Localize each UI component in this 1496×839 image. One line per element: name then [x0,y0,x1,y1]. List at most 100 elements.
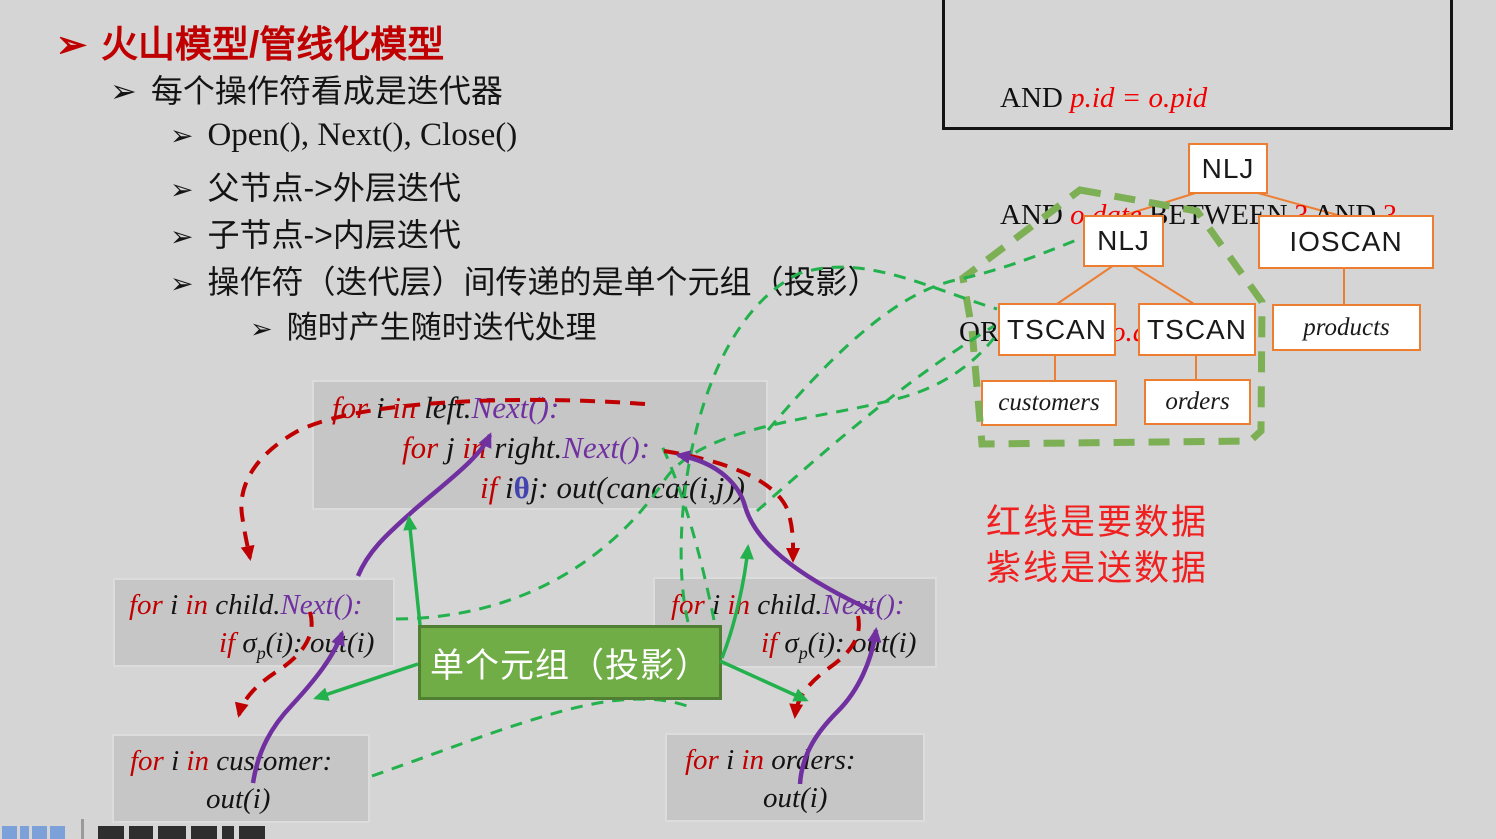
footer-divider [81,819,84,839]
sigma-symbol: σ [777,627,799,659]
bullet-arrow-icon: ➢ [250,314,273,344]
bullet-text: 操作符（迭代层）间传递的是单个元组（投影） [207,264,880,300]
code-var: j [438,430,463,465]
plan-node-nlj-root: NLJ [1188,143,1268,194]
code-var: i [718,744,742,776]
bullet-arrow-icon: ➢ [56,24,88,65]
bullet-item-anytime-iterate: ➢随时产生随时迭代处理 [250,302,597,347]
code-box-scan-customer: for i in customer: out(i) [112,734,370,823]
code-var: i [497,470,514,505]
code-keyword: for [685,744,719,776]
code-expression: (i): out(i) [807,627,917,659]
single-tuple-label-box: 单个元组（投影） [418,625,722,700]
logo-glyph [20,826,29,839]
code-line: out(i) [763,779,923,817]
footer-glyph [222,826,234,839]
code-expression: out(i) [206,783,271,815]
bullet-text: 子节点->内层迭代 [207,217,461,253]
code-keyword: in [185,589,208,621]
code-var: i [368,390,393,425]
code-line: if σp(i): out(i) [761,624,935,672]
code-expression: out(i) [763,782,828,814]
footer-glyph [158,826,186,839]
code-next-call: Next(): [471,390,560,425]
logo-glyph [32,826,47,839]
bullet-item-iterator: ➢ 每个操作符看成是迭代器 [110,66,503,112]
code-keyword: if [219,627,236,659]
code-keyword: for [332,390,369,425]
code-object: customer: [208,745,333,777]
code-keyword: for [671,589,705,621]
plan-node-tscan-left: TSCAN [998,303,1116,356]
legend-red-line: 红线是要数据 [986,503,1209,542]
bullet-text: Open(), Next(), Close() [207,117,518,153]
plan-node-nlj-inner: NLJ [1083,215,1164,267]
code-keyword: in [741,744,764,776]
code-line: if iθj: out(cancat(i,j)) [480,468,766,508]
code-line: out(i) [206,780,368,818]
slide-title: ➢ 火山模型/管线化模型 [56,14,444,68]
code-line: for j in right.Next(): [402,428,766,468]
code-box-filter-left: for i in child.Next(): if σp(i): out(i) [113,578,395,667]
logo-glyph [2,826,17,839]
logo-glyph [50,826,65,839]
code-object: right. [486,430,563,465]
bullet-arrow-icon: ➢ [170,268,194,299]
footer-glyph [129,826,153,839]
sql-line-1: AND p.id = o.pid [945,79,1450,118]
footer-text-fragment [98,826,270,839]
code-var: i [162,589,186,621]
sql-fragment-box: AND p.id = o.pid AND o.date BETWEEN ? AN… [942,0,1453,348]
plan-table-products: products [1272,304,1421,351]
footer-logo-mark [2,826,68,839]
code-object: left. [416,390,472,425]
code-keyword: in [392,390,417,425]
code-keyword: in [186,745,209,777]
code-keyword: for [130,745,164,777]
code-keyword: in [462,430,487,465]
tuple-flow-curve-5 [371,697,691,778]
bullet-arrow-icon: ➢ [170,221,194,252]
footer-glyph [191,826,217,839]
code-expression: j: out(cancat(i,j)) [529,470,745,505]
plan-node-tscan-right: TSCAN [1138,303,1256,356]
arrow-color-legend: 红线是要数据 紫线是送数据 [986,500,1208,592]
bullet-item-open-next-close: ➢ Open(), Next(), Close() [170,116,517,154]
code-line: for i in child.Next(): [129,586,393,624]
code-keyword: for [402,430,439,465]
code-keyword: in [727,589,750,621]
sql-keyword: AND [1000,82,1071,114]
single-tuple-label: 单个元组（投影） [430,647,710,685]
code-keyword: if [761,627,778,659]
code-next-call: Next(): [562,430,651,465]
code-line: for i in orders: [685,741,923,779]
slide-title-text: 火山模型/管线化模型 [101,24,445,65]
bullet-arrow-icon: ➢ [170,120,194,151]
bullet-text: 每个操作符看成是迭代器 [150,73,503,109]
footer-glyph [239,826,265,839]
sql-expression: p.id = o.pid [1070,82,1208,114]
sigma-subscript: p [798,642,808,663]
code-object: child. [207,589,281,621]
code-keyword: if [480,470,498,505]
plan-table-orders: orders [1144,379,1251,425]
sigma-symbol: σ [235,627,257,659]
code-var: i [704,589,728,621]
bullet-text: 父节点->外层迭代 [207,170,461,206]
code-next-call: Next(): [822,589,905,621]
code-line: for i in left.Next(): [332,388,766,428]
code-keyword: for [129,589,163,621]
bullet-item-single-tuple: ➢ 操作符（迭代层）间传递的是单个元组（投影） [170,257,879,303]
code-object: orders: [763,744,856,776]
sql-keyword: AND [1000,199,1071,231]
tuple-arrow-to-nlj-box [403,515,422,626]
plan-node-ioscan: IOSCAN [1258,215,1434,269]
bullet-item-parent-outer: ➢父节点->外层迭代 [170,163,461,209]
code-box-scan-orders: for i in orders: out(i) [665,733,925,822]
code-var: i [163,745,187,777]
bullet-arrow-icon: ➢ [110,73,137,109]
footer-glyph [98,826,124,839]
legend-purple-line: 紫线是送数据 [986,549,1209,588]
code-next-call: Next(): [280,589,363,621]
